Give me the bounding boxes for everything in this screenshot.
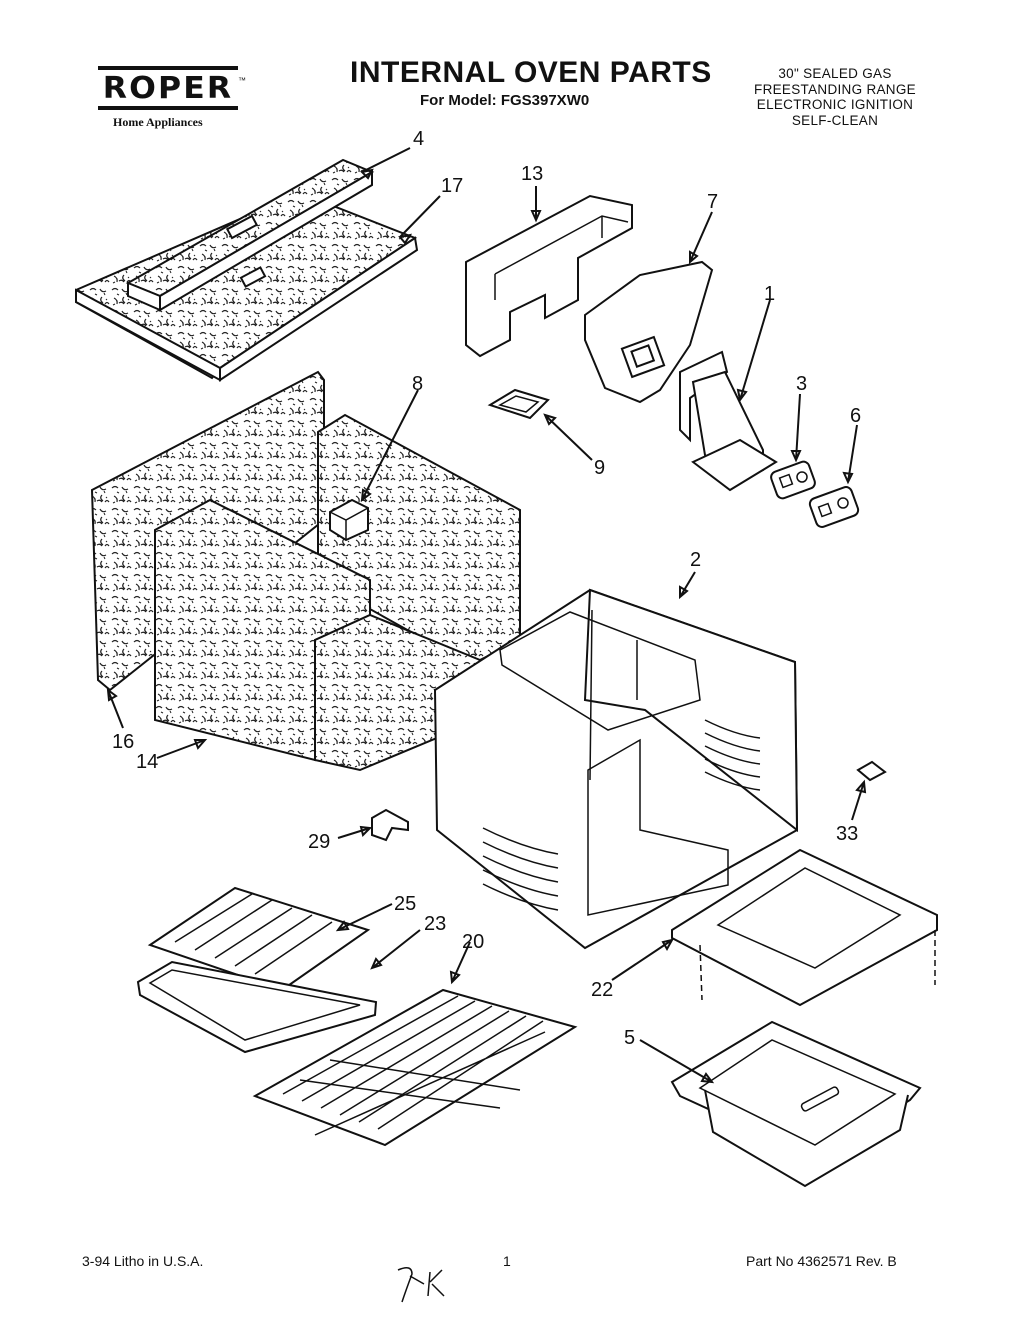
part-1-flue-duct <box>679 350 778 492</box>
brand-tagline: Home Appliances <box>113 115 203 129</box>
part-9-gasket <box>487 388 550 420</box>
part-23-broiler-pan <box>136 960 378 1054</box>
callout-7: 7 <box>707 191 718 213</box>
part-6-gasket <box>808 486 860 528</box>
spec-line: FREESTANDING RANGE <box>754 81 916 97</box>
footer-print-info: 3-94 Litho in U.S.A. <box>82 1253 204 1269</box>
callout-33: 33 <box>836 823 858 845</box>
brand-name: ROPER <box>102 71 234 106</box>
callout-labels: 4 17 13 7 1 3 6 8 9 2 16 14 33 29 25 23 … <box>112 128 861 1049</box>
spec-line: SELF-CLEAN <box>791 112 879 128</box>
callout-14: 14 <box>136 751 158 773</box>
callout-1: 1 <box>764 283 775 305</box>
part-33-clip <box>856 760 887 782</box>
callout-20: 20 <box>462 931 484 953</box>
callout-8: 8 <box>412 373 423 395</box>
part-20-oven-rack <box>252 988 578 1147</box>
callout-5: 5 <box>624 1027 635 1049</box>
roper-logo: ROPER ™ <box>98 62 246 112</box>
part-3-gasket <box>770 460 816 500</box>
rack-guides-left <box>482 827 559 911</box>
part-8-bracket <box>329 498 369 542</box>
callout-3: 3 <box>796 373 807 395</box>
callout-23: 23 <box>424 913 446 935</box>
footer-part-number: Part No 4362571 Rev. B <box>746 1253 897 1269</box>
rack-guides-right <box>704 719 761 791</box>
part-2-oven-cavity <box>433 588 799 950</box>
callout-2: 2 <box>690 549 701 571</box>
callout-4: 4 <box>413 128 424 150</box>
callout-13: 13 <box>521 163 543 185</box>
model-number: For Model: FGS397XW0 <box>420 92 590 109</box>
spec-line: ELECTRONIC IGNITION <box>756 97 914 112</box>
callout-22: 22 <box>591 979 613 1001</box>
callout-16: 16 <box>112 731 134 753</box>
part-5-burner-box <box>670 1020 922 1188</box>
trademark-mark: ™ <box>238 76 246 85</box>
spec-line: 30" SEALED GAS <box>778 66 892 81</box>
part-13-vent-duct <box>465 194 633 358</box>
part-22-oven-bottom <box>671 848 938 1007</box>
spec-block: 30" SEALED GAS FREESTANDING RANGE ELECTR… <box>740 66 930 128</box>
handwritten-initials <box>397 1267 445 1303</box>
callout-leaders <box>106 147 867 1084</box>
part-29-bracket <box>371 808 409 842</box>
page-title: INTERNAL OVEN PARTS <box>350 56 712 89</box>
callout-29: 29 <box>308 831 330 853</box>
callout-9: 9 <box>594 457 605 479</box>
callout-17: 17 <box>441 175 463 197</box>
footer-page-number: 1 <box>503 1253 511 1269</box>
callout-6: 6 <box>850 405 861 427</box>
part-7-duct-shield <box>584 260 714 404</box>
callout-25: 25 <box>394 893 416 915</box>
